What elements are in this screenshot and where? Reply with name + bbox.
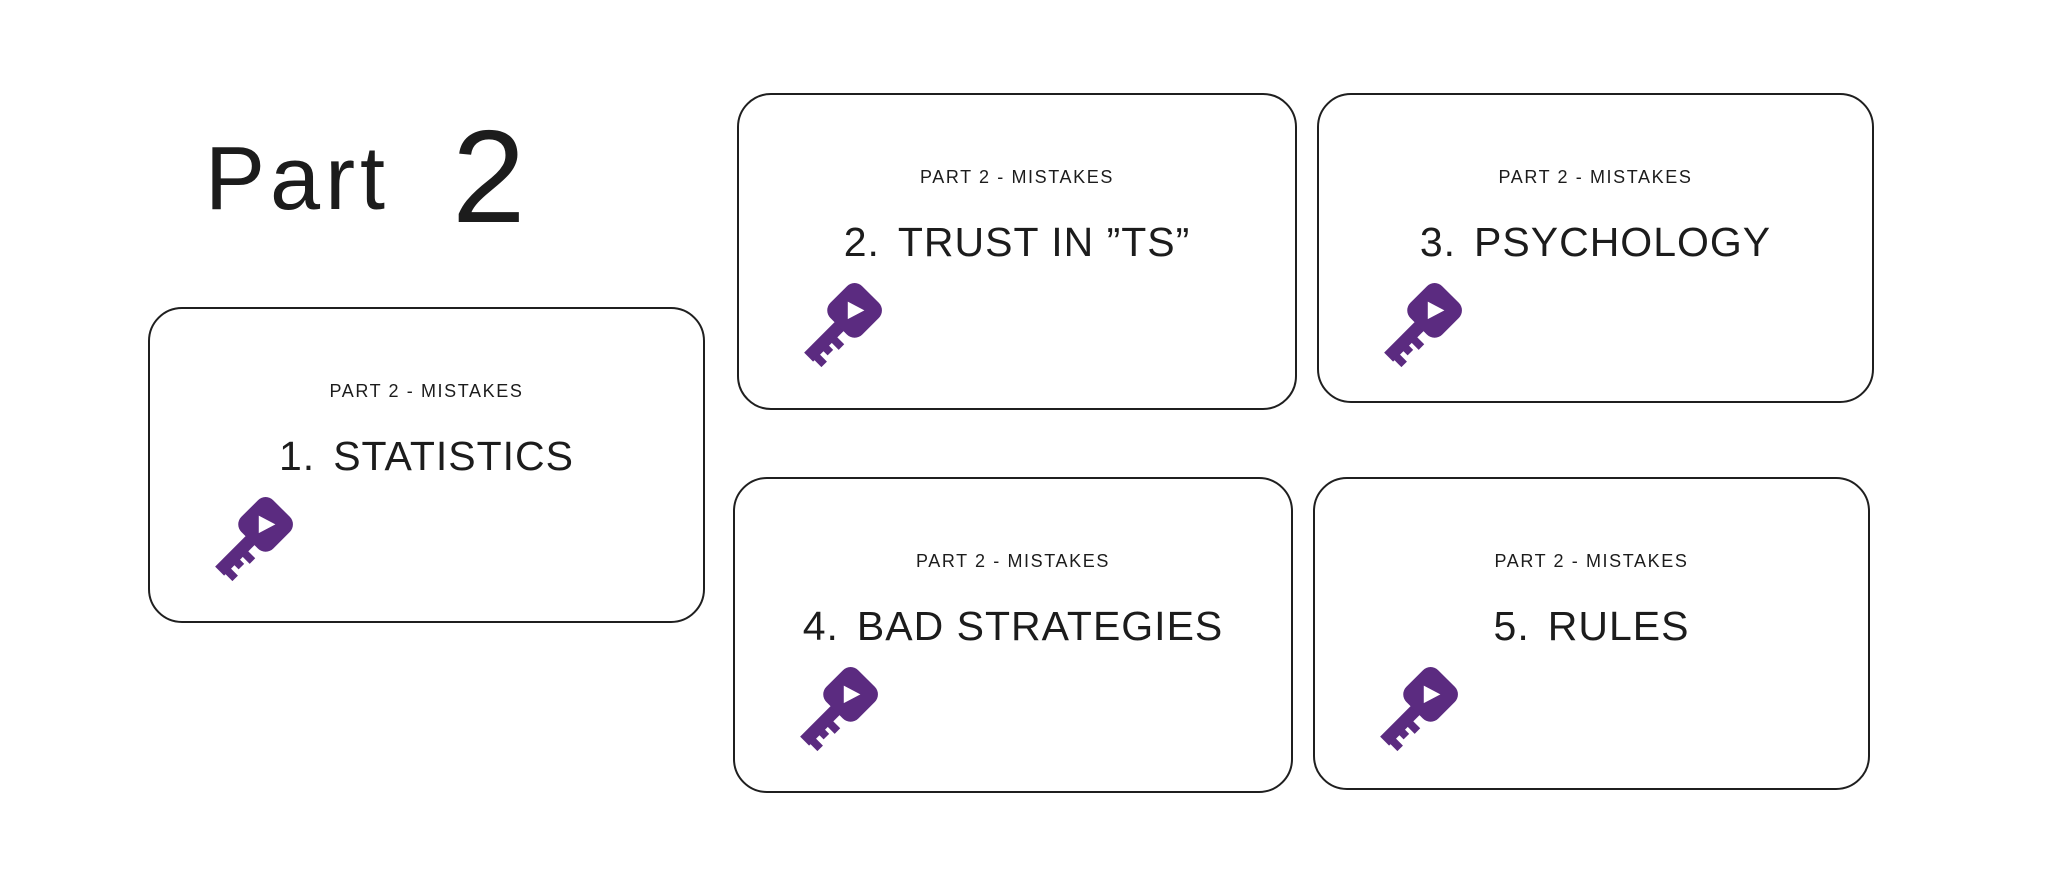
key-icon: [205, 497, 293, 585]
topic-card-bad-strategies[interactable]: PART 2 - MISTAKES 4. BAD STRATEGIES: [733, 477, 1293, 793]
card-eyebrow: PART 2 - MISTAKES: [916, 551, 1110, 571]
card-title: 2. TRUST IN ”TS”: [739, 219, 1295, 266]
slide-title: Part 2: [205, 98, 525, 243]
key-icon: [794, 283, 882, 371]
card-title: 3. PSYCHOLOGY: [1319, 219, 1872, 266]
slide-title-prefix: Part: [205, 129, 391, 229]
key-icon: [1374, 283, 1462, 371]
card-number: 2.: [843, 219, 880, 265]
key-icon: [1370, 667, 1458, 755]
card-eyebrow: PART 2 - MISTAKES: [1498, 167, 1693, 187]
card-eyebrow: PART 2 - MISTAKES: [329, 381, 524, 401]
card-title-text: PSYCHOLOGY: [1474, 219, 1772, 265]
card-title-text: TRUST IN ”TS”: [897, 219, 1191, 265]
card-number: 3.: [1419, 219, 1457, 265]
topic-card-statistics[interactable]: PART 2 - MISTAKES 1. STATISTICS: [148, 307, 705, 623]
topic-card-rules[interactable]: PART 2 - MISTAKES 5. RULES: [1313, 477, 1870, 790]
card-number: 4.: [802, 603, 839, 649]
slide-title-number: 2: [452, 103, 526, 250]
topic-card-trust-in-ts[interactable]: PART 2 - MISTAKES 2. TRUST IN ”TS”: [737, 93, 1297, 410]
card-title-text: BAD STRATEGIES: [856, 603, 1224, 649]
card-title: 1. STATISTICS: [150, 433, 703, 480]
card-title: 4. BAD STRATEGIES: [735, 603, 1291, 650]
card-number: 1.: [278, 433, 316, 479]
card-eyebrow: PART 2 - MISTAKES: [1494, 551, 1689, 571]
card-title-text: RULES: [1547, 603, 1690, 649]
card-number: 5.: [1493, 603, 1530, 649]
card-eyebrow: PART 2 - MISTAKES: [920, 167, 1114, 187]
card-title-text: STATISTICS: [333, 433, 575, 479]
key-icon: [790, 667, 878, 755]
card-title: 5. RULES: [1315, 603, 1868, 650]
topic-card-psychology[interactable]: PART 2 - MISTAKES 3. PSYCHOLOGY: [1317, 93, 1874, 403]
